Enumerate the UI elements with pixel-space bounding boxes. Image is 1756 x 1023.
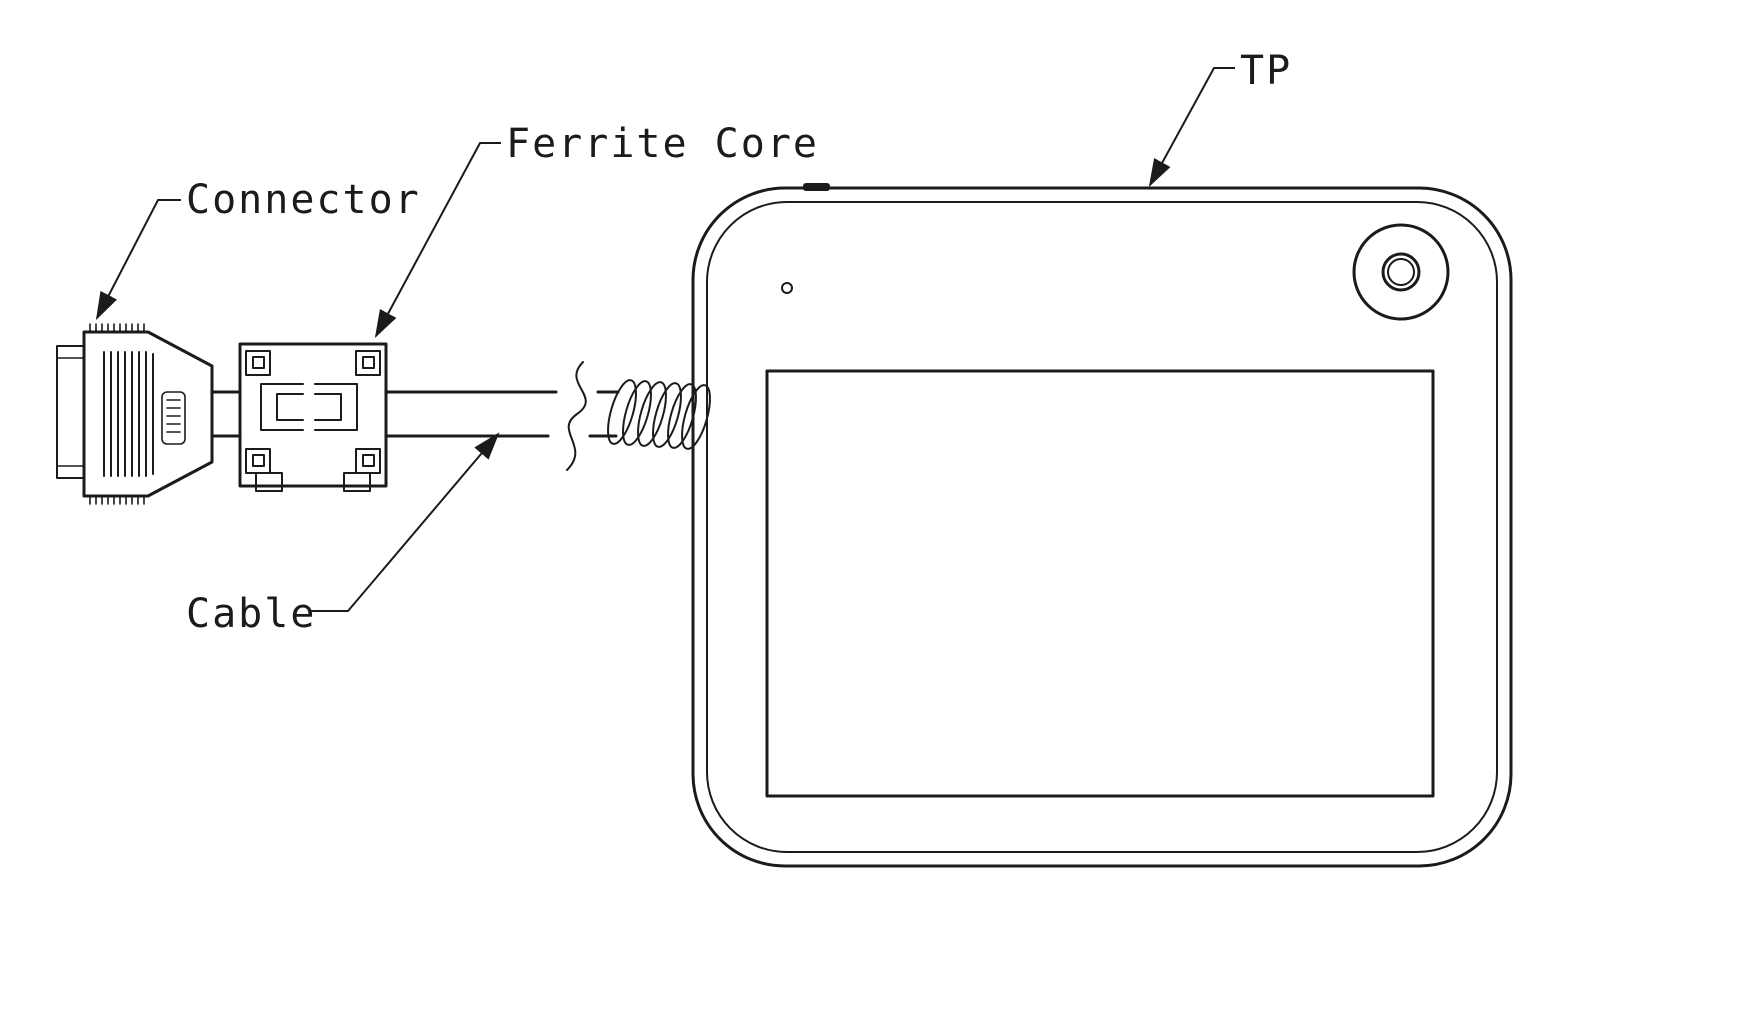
label-cable: Cable: [186, 591, 316, 637]
ferrite-core-bosses: [245, 350, 381, 474]
cable-drawing: [210, 361, 711, 471]
device-round-control-outer: [1352, 223, 1450, 321]
leader-cable: [311, 432, 500, 612]
device-indicator-dot: [781, 282, 793, 294]
leader-tp: [1148, 67, 1235, 188]
device-round-control-inner: [1381, 252, 1421, 292]
device-top-button: [803, 183, 830, 191]
device-outer-housing: [691, 186, 1513, 868]
leader-lines: [95, 67, 1235, 612]
connector-grip-hatching: [103, 351, 154, 477]
device-tp-drawing: [691, 183, 1513, 868]
cable-coil: [607, 379, 711, 450]
leader-connector: [95, 199, 181, 321]
ferrite-core-feet: [255, 472, 371, 492]
connector-brand-marks: [166, 399, 181, 433]
connector-flange: [56, 345, 85, 479]
label-connector: Connector: [186, 177, 421, 223]
connector-drawing: [56, 323, 214, 505]
cable-break-symbol: [566, 361, 587, 471]
connector-flange-detail: [56, 357, 85, 467]
connector-grip-serrations: [89, 323, 145, 505]
ferrite-latch-right: [314, 383, 358, 431]
connector-brand-plate: [161, 391, 186, 445]
connector-body: [82, 330, 214, 498]
device-round-control-inner-ring: [1387, 258, 1415, 286]
leader-ferrite-core: [374, 142, 501, 339]
device-display: [765, 369, 1435, 798]
label-ferrite-core: Ferrite Core: [506, 121, 819, 167]
ferrite-latch-left: [260, 383, 304, 431]
ferrite-core-drawing: [238, 342, 388, 492]
device-inner-housing: [706, 201, 1498, 853]
label-tp: TP: [1240, 48, 1292, 94]
labels: Connector Ferrite Core Cable TP: [186, 48, 1292, 637]
ferrite-core-body: [238, 342, 388, 488]
